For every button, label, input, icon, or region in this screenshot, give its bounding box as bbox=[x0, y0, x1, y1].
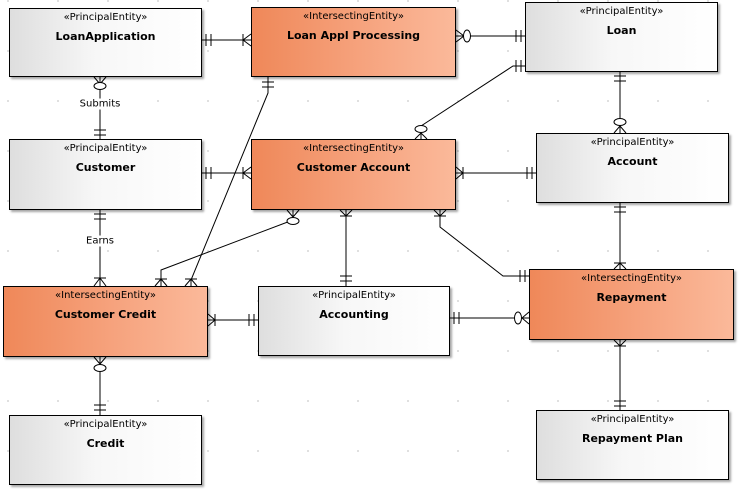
entity-stereotype: «IntersectingEntity» bbox=[55, 290, 156, 301]
connector-loanapplprocessing-loan[interactable] bbox=[455, 29, 525, 43]
entity-name: Customer Credit bbox=[54, 308, 157, 321]
connector-account-customeraccount[interactable] bbox=[455, 166, 536, 180]
connector-repayment-repaymentplan[interactable] bbox=[613, 339, 627, 410]
relationship-label-submits: Submits bbox=[77, 98, 123, 110]
entity-repayment[interactable]: «IntersectingEntity» Repayment bbox=[529, 269, 734, 340]
entity-stereotype: «PrincipalEntity» bbox=[590, 137, 675, 148]
entity-loan-appl-processing[interactable]: «IntersectingEntity» Loan Appl Processin… bbox=[251, 7, 456, 77]
entity-stereotype: «PrincipalEntity» bbox=[63, 143, 148, 154]
entity-name: Customer Account bbox=[296, 161, 411, 174]
connector-loanapplprocessing-customercredit[interactable] bbox=[184, 77, 274, 287]
connector-customer-customeraccount[interactable] bbox=[202, 166, 252, 180]
entity-stereotype: «PrincipalEntity» bbox=[590, 414, 675, 425]
entity-loan[interactable]: «PrincipalEntity» Loan bbox=[525, 2, 718, 72]
entity-name: Account bbox=[607, 155, 658, 168]
entity-name: Loan Appl Processing bbox=[286, 29, 421, 42]
relationship-label-earns: Earns bbox=[84, 235, 116, 247]
connector-customeraccount-customercredit[interactable] bbox=[154, 209, 300, 287]
connector-loan-customeraccount[interactable] bbox=[414, 60, 525, 140]
entity-name: Repayment bbox=[596, 291, 667, 304]
connector-loanapplication-loanapplprocessing[interactable] bbox=[202, 33, 252, 47]
entity-stereotype: «PrincipalEntity» bbox=[312, 290, 396, 301]
entity-name: Repayment Plan bbox=[582, 432, 683, 445]
entity-repayment-plan[interactable]: «PrincipalEntity» Repayment Plan bbox=[536, 410, 729, 480]
connector-customercredit-credit[interactable] bbox=[93, 356, 107, 415]
entity-stereotype: «IntersectingEntity» bbox=[303, 143, 404, 154]
entity-credit[interactable]: «PrincipalEntity» Credit bbox=[9, 415, 202, 485]
connector-customercredit-accounting[interactable] bbox=[207, 313, 258, 327]
entity-name: LoanApplication bbox=[55, 30, 156, 43]
entity-name: Credit bbox=[86, 437, 125, 450]
entity-name: Loan bbox=[606, 24, 637, 37]
entity-customer[interactable]: «PrincipalEntity» Customer bbox=[9, 139, 202, 210]
entity-accounting[interactable]: «PrincipalEntity» Accounting bbox=[258, 286, 450, 356]
connector-customeraccount-accounting[interactable] bbox=[339, 209, 353, 286]
entity-customer-credit[interactable]: «IntersectingEntity» Customer Credit bbox=[3, 286, 208, 357]
connector-loan-account[interactable] bbox=[613, 72, 627, 134]
entity-stereotype: «PrincipalEntity» bbox=[579, 6, 664, 17]
entity-loan-application[interactable]: «PrincipalEntity» LoanApplication bbox=[9, 8, 202, 77]
entity-stereotype: «PrincipalEntity» bbox=[63, 419, 148, 430]
entity-stereotype: «IntersectingEntity» bbox=[581, 273, 682, 284]
entity-stereotype: «PrincipalEntity» bbox=[63, 12, 148, 23]
entity-account[interactable]: «PrincipalEntity» Account bbox=[536, 133, 729, 203]
entity-customer-account[interactable]: «IntersectingEntity» Customer Account bbox=[251, 139, 456, 210]
connector-customeraccount-repayment[interactable] bbox=[433, 209, 529, 282]
entity-name: Accounting bbox=[319, 308, 389, 321]
entity-name: Customer bbox=[75, 161, 136, 174]
connector-account-repayment[interactable] bbox=[613, 203, 627, 270]
connector-accounting-repayment[interactable] bbox=[450, 311, 530, 325]
entity-stereotype: «IntersectingEntity» bbox=[303, 11, 404, 22]
connector-customer-customercredit[interactable] bbox=[93, 210, 107, 287]
